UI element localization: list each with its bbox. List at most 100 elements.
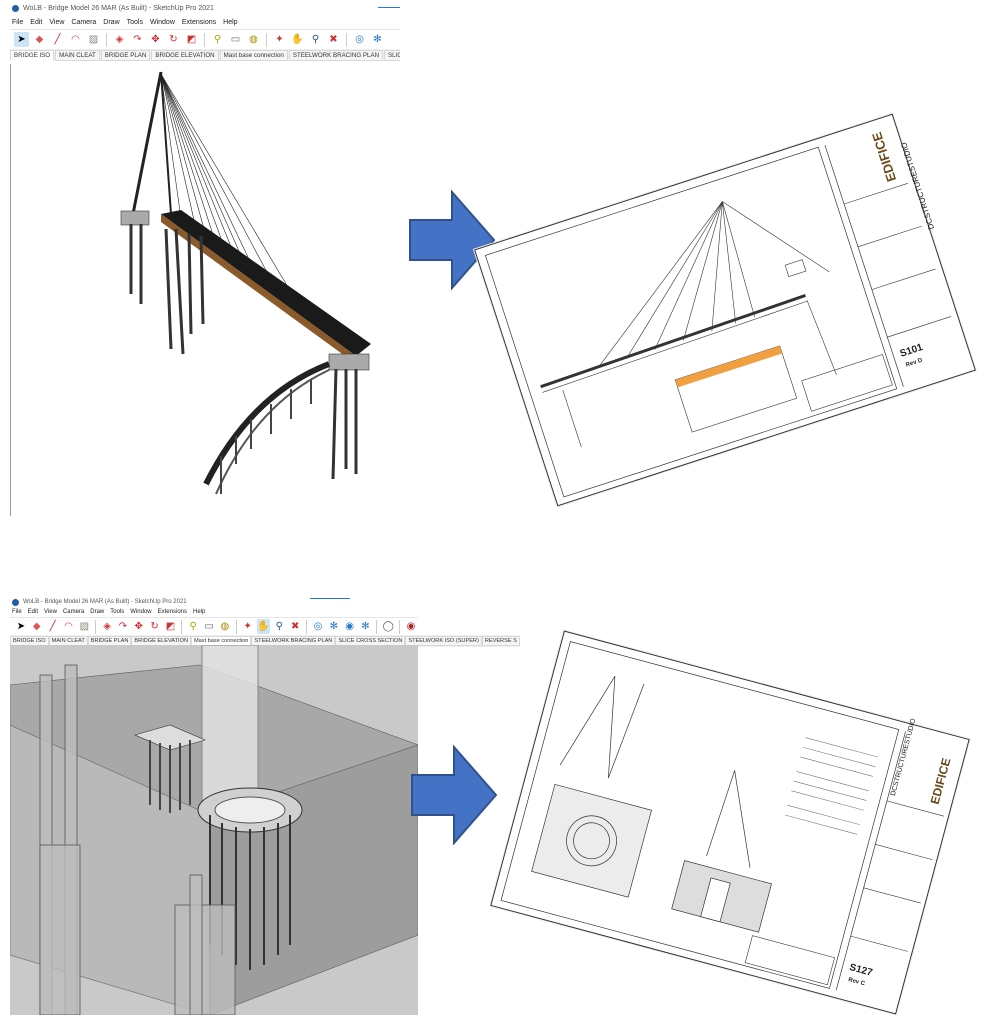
rectangle-icon[interactable]: ▨: [88, 34, 99, 45]
mast-base-detail-drawing: [500, 641, 945, 991]
menu-edit[interactable]: Edit: [30, 19, 43, 26]
tab-mast-base-connection[interactable]: Mast base connection: [219, 49, 288, 61]
toolbar-separator: [235, 619, 237, 634]
titlebar-accent: [310, 598, 350, 599]
menu-extensions[interactable]: Extensions: [157, 609, 187, 615]
tab-bridge-iso[interactable]: BRIDGE ISO: [10, 49, 55, 61]
extension-icon[interactable]: ✻: [373, 34, 382, 45]
menu-file[interactable]: File: [12, 609, 22, 615]
bottom-sketchup-window: WoLB - Bridge Model 26 MAR (As Built) - …: [10, 597, 520, 1015]
pencil-icon[interactable]: ╱: [49, 621, 56, 632]
scale-icon[interactable]: ◩: [165, 621, 176, 632]
bridge-long-section-drawing: [484, 144, 952, 498]
menu-camera[interactable]: Camera: [71, 19, 97, 26]
toolbar: ➤ ◆ ╱ ◠ ▨ ◈ ↷ ✥ ↻ ◩ ⚲ ▭ ◍ ✦ ✋ ⚲ ✖ ◎ ✻: [10, 29, 400, 49]
menu-view[interactable]: View: [44, 609, 57, 615]
rectangle-icon[interactable]: ▨: [79, 621, 90, 632]
rotate-icon[interactable]: ↻: [150, 621, 159, 632]
window-title: WoLB - Bridge Model 26 MAR (As Built) - …: [23, 599, 187, 605]
menu-tools[interactable]: Tools: [110, 609, 125, 615]
menu-draw[interactable]: Draw: [90, 609, 105, 615]
menu-window[interactable]: Window: [149, 19, 175, 26]
top-sketchup-window: WoLB - Bridge Model 26 MAR (As Built) - …: [10, 0, 400, 516]
eraser-icon[interactable]: ◆: [32, 621, 41, 632]
sketchup-logo-icon: [12, 4, 19, 12]
title-bar: WoLB - Bridge Model 26 MAR (As Built) - …: [10, 0, 400, 16]
menu-window[interactable]: Window: [130, 609, 152, 615]
push-pull-icon[interactable]: ◈: [115, 34, 124, 45]
menu-extensions[interactable]: Extensions: [181, 19, 217, 26]
toolbar-separator: [399, 619, 401, 634]
window-title: WoLB - Bridge Model 26 MAR (As Built) - …: [23, 4, 214, 12]
arc-icon[interactable]: ◠: [71, 34, 80, 45]
tab-slice-cross-section[interactable]: SLICE CROSS SECTION: [384, 49, 400, 61]
rotate-icon[interactable]: ↻: [169, 34, 178, 45]
toolbar-separator: [106, 32, 107, 47]
select-icon[interactable]: ➤: [14, 32, 29, 47]
paint-bucket-icon[interactable]: ◍: [249, 34, 258, 45]
menu-help[interactable]: Help: [223, 19, 238, 26]
menu-view[interactable]: View: [49, 19, 65, 26]
follow-me-icon[interactable]: ↷: [133, 34, 142, 45]
model-viewport[interactable]: [10, 64, 400, 516]
warehouse-icon[interactable]: ◎: [313, 621, 323, 632]
toolbar-separator: [376, 619, 378, 634]
model-viewport[interactable]: [10, 645, 418, 1015]
extension-icon[interactable]: ✻: [329, 621, 338, 632]
warehouse-icon[interactable]: ◎: [355, 34, 364, 45]
menu-file[interactable]: File: [12, 19, 24, 26]
zoom-icon[interactable]: ⚲: [311, 34, 320, 45]
zoom-extents-icon[interactable]: ✖: [290, 621, 300, 632]
titlebar-accent: [378, 7, 400, 8]
zoom-icon[interactable]: ⚲: [275, 621, 283, 632]
record-icon[interactable]: ◉: [406, 621, 416, 632]
eraser-icon[interactable]: ◆: [35, 34, 44, 45]
scale-icon[interactable]: ◩: [186, 34, 197, 45]
menu-help[interactable]: Help: [193, 609, 206, 615]
push-pull-icon[interactable]: ◈: [103, 621, 111, 632]
menu-bar: File Edit View Camera Draw Tools Window …: [10, 607, 418, 617]
toolbar-separator: [204, 32, 205, 47]
zoom-extents-icon[interactable]: ✖: [329, 34, 338, 45]
scene-tabs: BRIDGE ISO MAIN CLEAT BRIDGE PLAN BRIDGE…: [10, 49, 400, 61]
select-icon[interactable]: ➤: [16, 621, 26, 632]
arc-icon[interactable]: ◠: [64, 621, 73, 632]
menu-bar: File Edit View Camera Draw Tools Window …: [10, 16, 400, 29]
toolbar-separator: [266, 32, 267, 47]
menu-draw[interactable]: Draw: [103, 19, 120, 26]
extension-manager-icon[interactable]: ✻: [361, 621, 370, 632]
tab-main-cleat[interactable]: MAIN CLEAT: [55, 49, 100, 61]
tape-measure-icon[interactable]: ⚲: [189, 621, 197, 632]
orbit-icon[interactable]: ✦: [243, 621, 252, 632]
right-arrow-icon: [411, 745, 498, 845]
toolbar: ➤ ◆ ╱ ◠ ▨ ◈ ↷ ✥ ↻ ◩ ⚲ ▭ ◍ ✦ ✋ ⚲ ✖ ◎ ✻ ◉ …: [10, 617, 418, 635]
pan-icon[interactable]: ✋: [256, 619, 271, 634]
menu-edit[interactable]: Edit: [27, 609, 39, 615]
tape-measure-icon[interactable]: ⚲: [213, 34, 222, 45]
menu-camera[interactable]: Camera: [62, 609, 85, 615]
tab-reverse[interactable]: REVERSE S: [481, 636, 520, 646]
drawing-sheet-s101: EDIFICE DCSTRUCTURESTUDIO S101 Rev D: [474, 113, 976, 507]
tab-bridge-elevation[interactable]: BRIDGE ELEVATION: [151, 49, 219, 61]
text-icon[interactable]: ▭: [230, 34, 241, 45]
pan-icon[interactable]: ✋: [291, 34, 304, 45]
move-icon[interactable]: ✥: [134, 621, 143, 632]
account-icon[interactable]: ◯: [382, 621, 394, 632]
tab-steelwork-iso-super[interactable]: STEELWORK ISO (SUPER): [405, 636, 482, 646]
toolbar-separator: [95, 619, 97, 634]
orbit-icon[interactable]: ✦: [275, 34, 284, 45]
toolbar-separator: [306, 619, 308, 634]
toolbar-separator: [181, 619, 183, 634]
mast-base-connection-model: [10, 645, 418, 1015]
text-icon[interactable]: ▭: [204, 621, 214, 632]
follow-me-icon[interactable]: ↷: [118, 621, 128, 632]
paint-bucket-icon[interactable]: ◍: [220, 621, 230, 632]
menu-tools[interactable]: Tools: [126, 19, 143, 26]
pencil-icon[interactable]: ╱: [54, 34, 61, 45]
sketchup-logo-icon: [12, 598, 19, 606]
share-model-icon[interactable]: ◉: [345, 621, 354, 632]
tab-bridge-plan[interactable]: BRIDGE PLAN: [100, 49, 151, 61]
tab-steelwork-bracing-plan[interactable]: STEELWORK BRACING PLAN: [288, 49, 384, 61]
move-icon[interactable]: ✥: [151, 34, 160, 45]
right-arrow-icon: [409, 190, 496, 290]
